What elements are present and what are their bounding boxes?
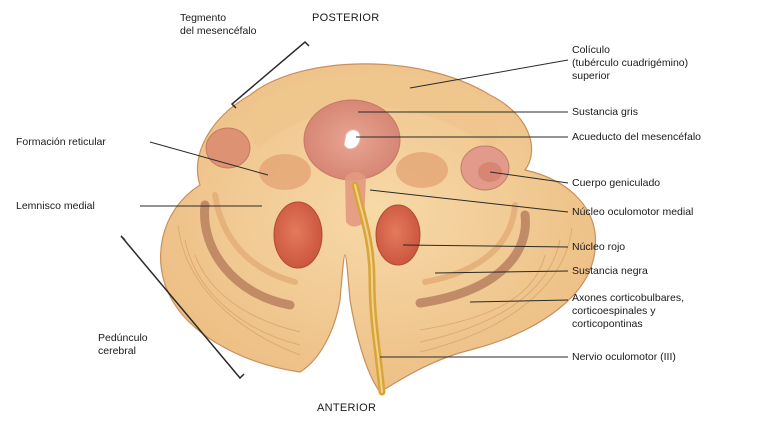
label-acueducto: Acueducto del mesencéfalo: [572, 131, 701, 144]
label-coliculo-superior: Colículo (tubérculo cuadrigémino) superi…: [572, 44, 688, 83]
label-pedunculo-cerebral: Pedúnculo cerebral: [98, 332, 148, 358]
posterior-label: POSTERIOR: [312, 12, 380, 25]
label-axones: Axones corticobulbares, corticoespinales…: [572, 292, 684, 331]
formacion-reticular-left: [206, 128, 250, 168]
label-tegmento: Tegmento del mesencéfalo: [180, 12, 256, 38]
label-sustancia-gris: Sustancia gris: [572, 106, 638, 119]
label-sustancia-negra: Sustancia negra: [572, 265, 648, 278]
nucleo-rojo-left: [274, 202, 322, 268]
formacion-reticular-tegmental-right: [396, 152, 448, 188]
label-nervio-oculomotor: Nervio oculomotor (III): [572, 351, 676, 364]
label-lemnisco-medial: Lemnisco medial: [16, 200, 95, 213]
formacion-reticular-tegmental: [259, 154, 311, 190]
label-cuerpo-geniculado: Cuerpo geniculado: [572, 177, 660, 190]
label-formacion-reticular: Formación reticular: [16, 136, 106, 149]
nucleo-rojo-right: [376, 205, 420, 265]
anterior-label: ANTERIOR: [317, 402, 376, 415]
label-nucleo-oculomotor: Núcleo oculomotor medial: [572, 206, 693, 219]
label-nucleo-rojo: Núcleo rojo: [572, 241, 625, 254]
